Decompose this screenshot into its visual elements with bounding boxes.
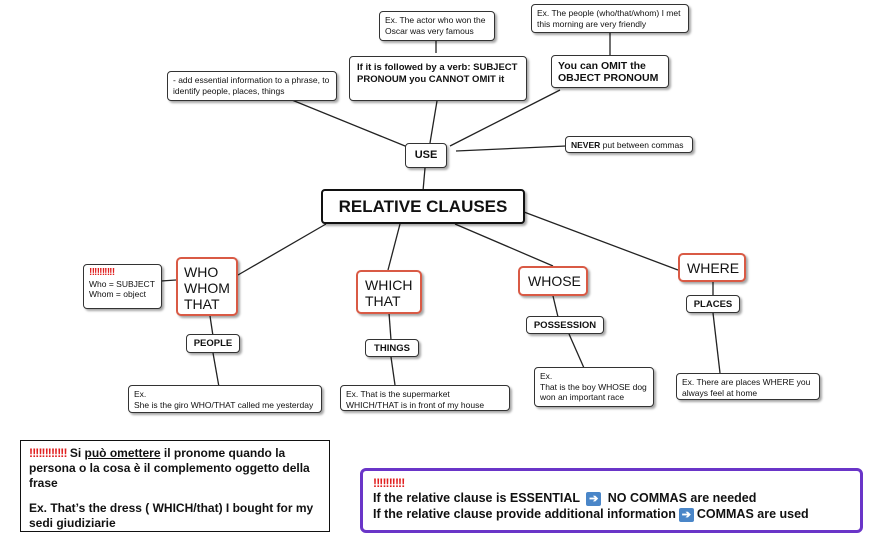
omission-example: Ex. That’s the dress ( WHICH/that) I bou… — [29, 501, 314, 530]
possession-node: POSSESSION — [526, 316, 604, 334]
commas-note: ‼‼‼‼‼ If the relative clause is ESSENTIA… — [360, 468, 863, 533]
never-text: put between commas — [600, 140, 684, 150]
whose-example-note: Ex. That is the boy WHOSE dog won an imp… — [534, 367, 654, 407]
which-that-node: WHICH THAT — [356, 270, 422, 314]
object-example-note: Ex. The people (who/that/whom) I met thi… — [531, 4, 689, 33]
things-node: THINGS — [365, 339, 419, 357]
omission-text-before: Si — [66, 446, 85, 460]
subject-example-note: Ex. The actor who won the Oscar was very… — [379, 11, 495, 41]
which-example-note: Ex. That is the supermarket WHICH/THAT i… — [340, 385, 510, 411]
omission-note: ‼‼‼‼‼‼ Si può omettere il pronome quando… — [20, 440, 330, 532]
omission-text-after: il pronome quando la persona o la cosa è… — [29, 446, 310, 490]
never-commas-note: NEVER put between commas — [565, 136, 693, 153]
use-essential-note: - add essential information to a phrase,… — [167, 71, 337, 101]
additional-rule-result: COMMAS are used — [696, 507, 809, 521]
essential-rule-text: If the relative clause is ESSENTIAL — [373, 491, 584, 505]
additional-rule-text: If the relative clause provide additiona… — [373, 507, 676, 521]
use-node: USE — [405, 143, 447, 168]
whom-object-line: Whom = object — [89, 289, 146, 299]
object-pronoun-rule: You can OMIT the OBJECT PRONOUM — [551, 55, 669, 88]
whose-node: WHOSE — [518, 266, 588, 296]
essential-rule-result: NO COMMAS are needed — [604, 491, 757, 505]
who-example-note: Ex. She is the giro WHO/THAT called me y… — [128, 385, 322, 413]
additional-rule: If the relative clause provide additiona… — [373, 506, 850, 522]
essential-rule: If the relative clause is ESSENTIAL ➔ NO… — [373, 490, 850, 506]
who-whom-that-node: WHO WHOM THAT — [176, 257, 238, 316]
who-example-text: She is the giro WHO/THAT called me yeste… — [134, 399, 314, 410]
places-node: PLACES — [686, 295, 740, 313]
warning-marks: ‼‼‼‼‼ — [373, 476, 405, 490]
relative-clauses-title: RELATIVE CLAUSES — [321, 189, 525, 224]
whose-example-prefix: Ex. — [540, 371, 553, 381]
people-node: PEOPLE — [186, 334, 240, 353]
right-arrow-icon: ➔ — [586, 491, 602, 506]
who-example-prefix: Ex. — [134, 389, 147, 399]
where-node: WHERE — [678, 253, 746, 282]
where-example-note: Ex. There are places WHERE you always fe… — [676, 373, 820, 400]
warning-marks: ‼‼‼‼‼ — [89, 267, 115, 278]
right-arrow-icon: ➔ — [678, 507, 694, 522]
omission-rule: ‼‼‼‼‼‼ Si può omettere il pronome quando… — [29, 446, 321, 491]
never-label: NEVER — [571, 140, 601, 150]
who-subject-note: ‼‼‼‼‼ Who = SUBJECT Whom = object — [83, 264, 162, 309]
subject-pronoun-rule: If it is followed by a verb: SUBJECT PRO… — [349, 56, 527, 101]
warning-marks: ‼‼‼‼‼‼ — [29, 446, 67, 460]
whose-example-text: That is the boy WHOSE dog won an importa… — [540, 381, 647, 403]
who-subject-line: Who = SUBJECT — [89, 278, 155, 289]
omission-text-underlined: può omettere — [84, 446, 161, 460]
